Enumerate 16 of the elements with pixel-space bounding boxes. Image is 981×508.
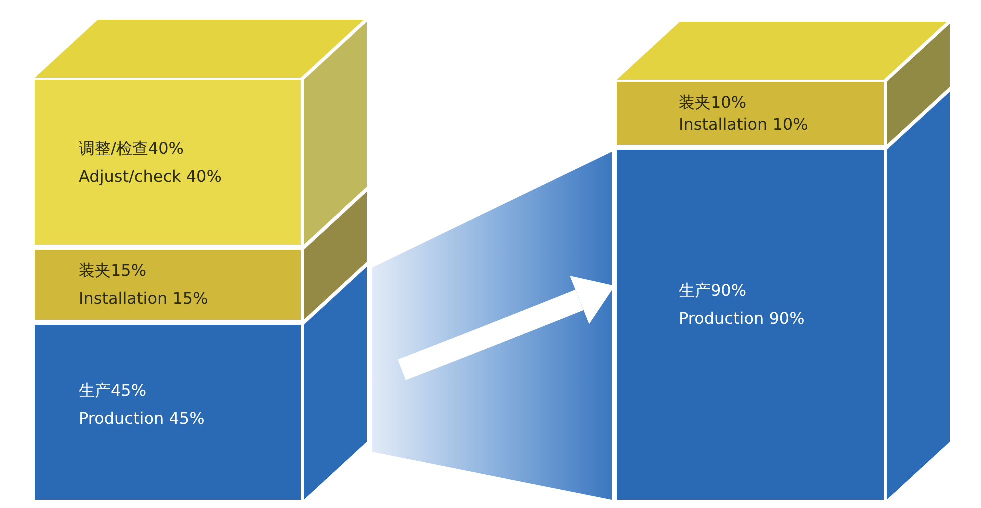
percentage-label: Adjust/check 40% <box>79 166 222 188</box>
stack-layer <box>35 325 301 500</box>
percentage-label: Production 90% <box>679 308 805 330</box>
percentage-label: 调整/检查40% <box>79 138 184 160</box>
curved-arrow <box>398 276 615 380</box>
stack-layer <box>35 250 301 320</box>
percentage-label: 生产90% <box>679 280 747 302</box>
stack-layer <box>617 150 884 500</box>
percentage-label: Production 45% <box>79 408 205 430</box>
percentage-label: Installation 10% <box>679 114 808 136</box>
stack-layer <box>35 80 301 245</box>
percentage-label: 装夹10% <box>679 92 747 114</box>
percentage-label: Installation 15% <box>79 288 208 310</box>
percentage-label: 装夹15% <box>79 260 147 282</box>
stack-layer <box>617 82 884 145</box>
percentage-label: 生产45% <box>79 380 147 402</box>
